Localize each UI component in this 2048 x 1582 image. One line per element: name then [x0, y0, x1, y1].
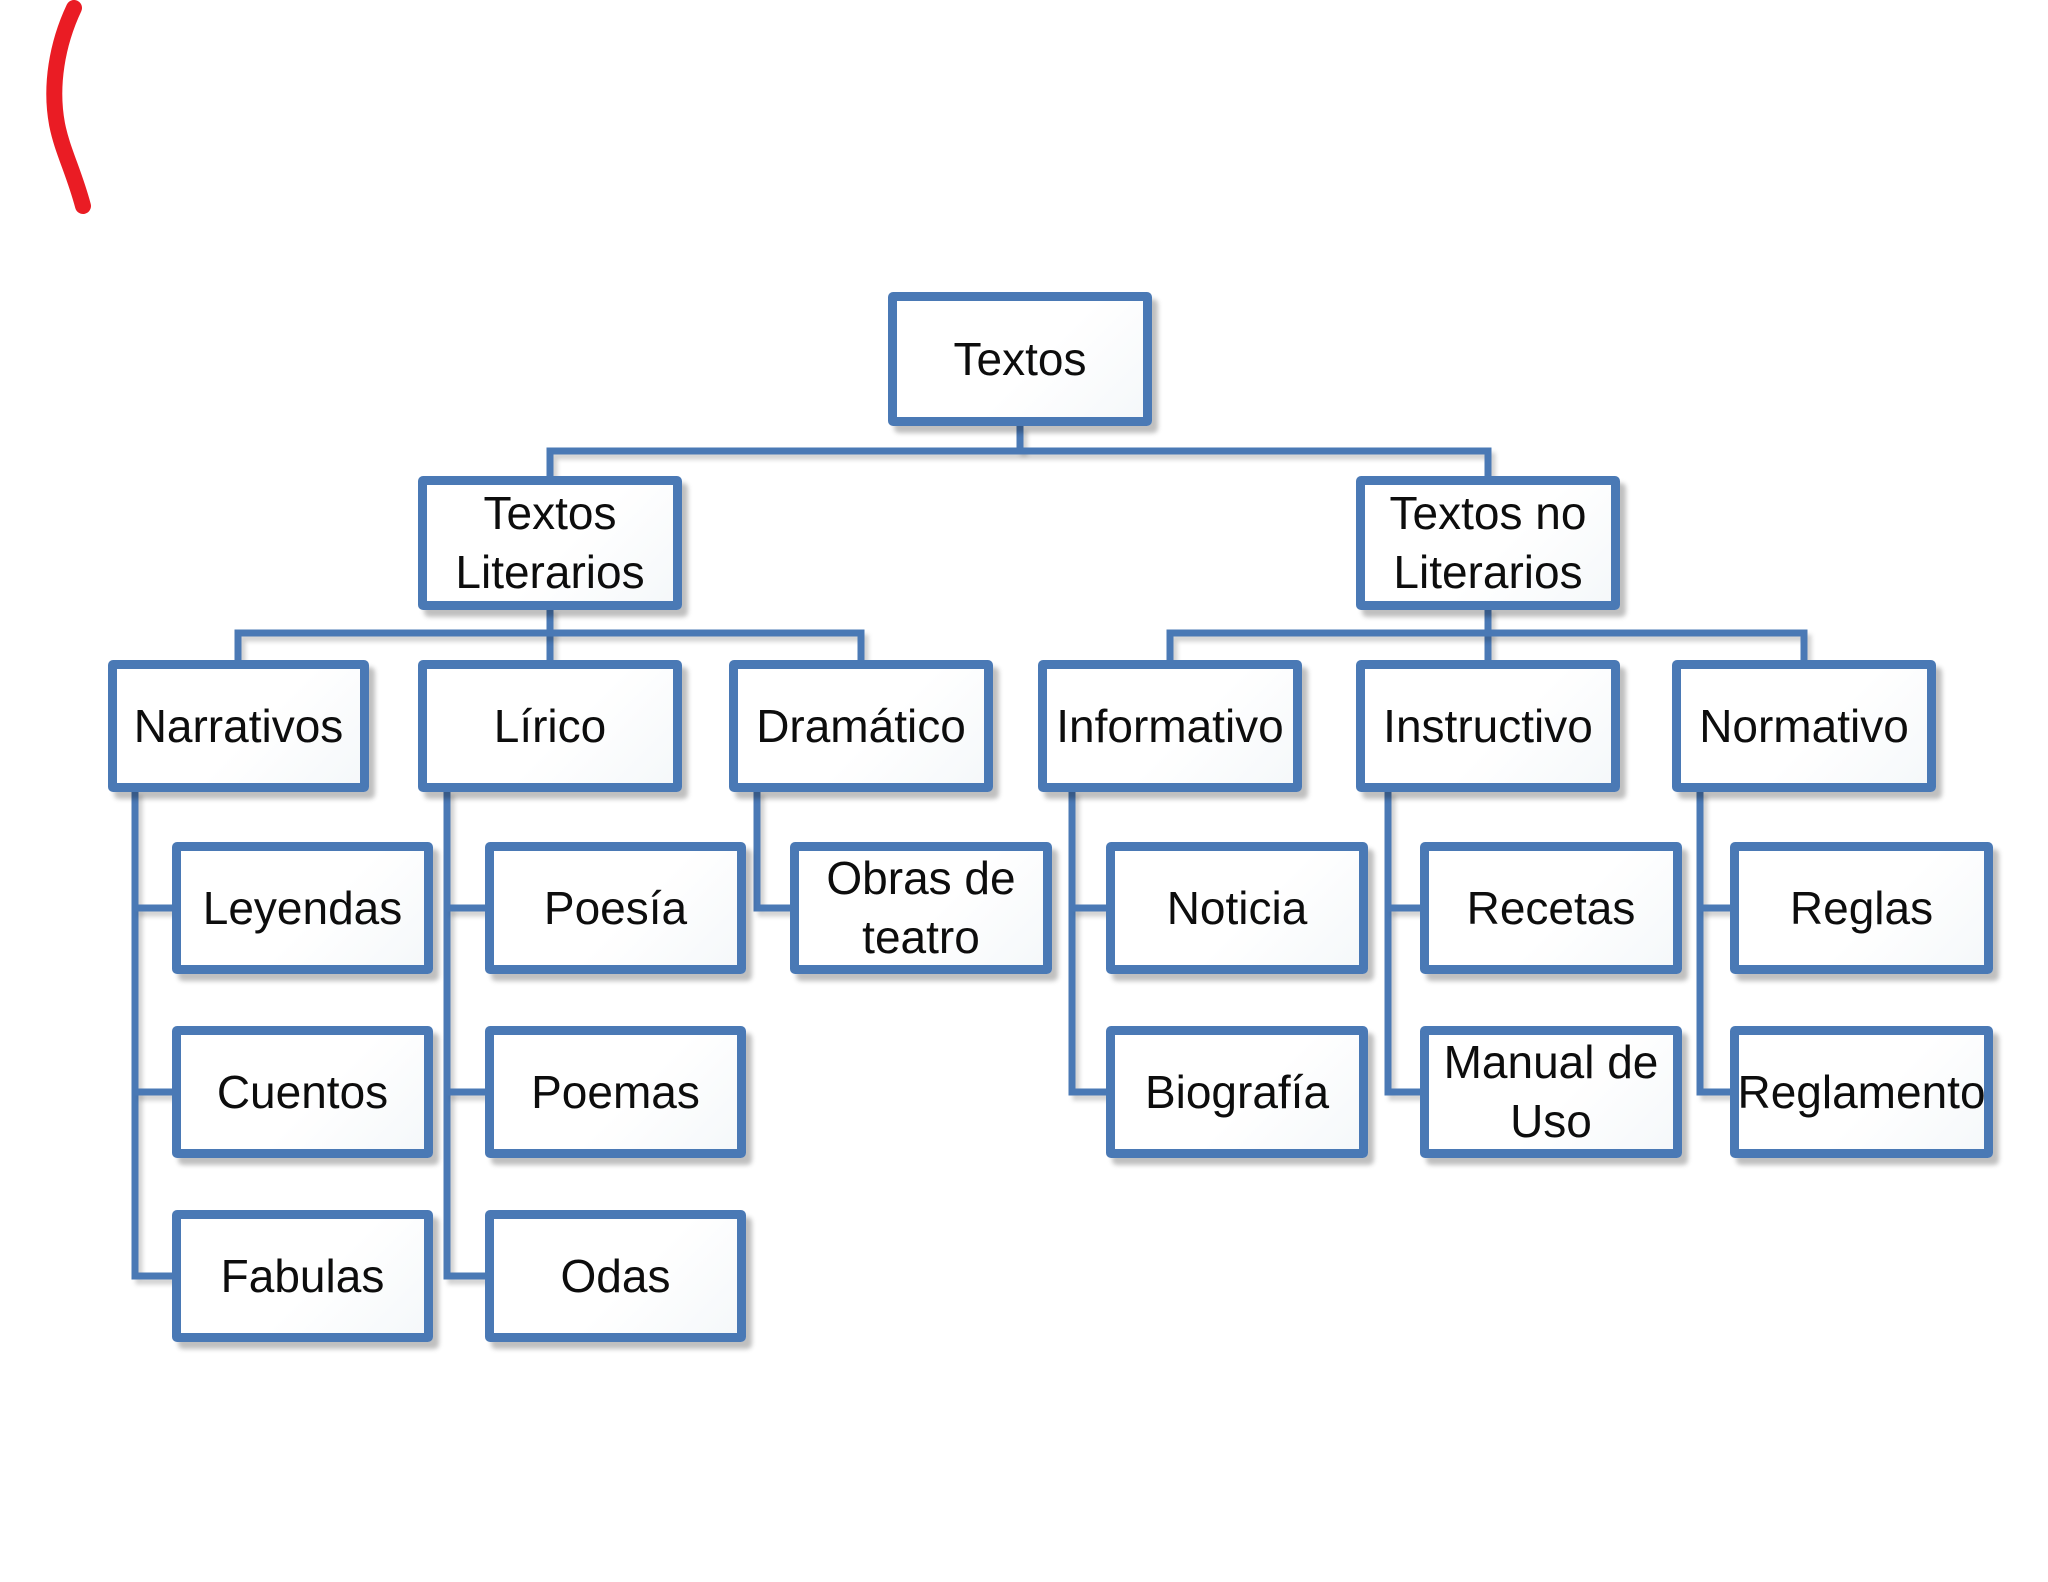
- node-leyendas: Leyendas: [172, 842, 433, 974]
- connector-informativo-spine: [1068, 790, 1107, 1096]
- node-label: Cuentos: [216, 1065, 389, 1118]
- node-reglas: Reglas: [1730, 842, 1993, 974]
- node-odas: Odas: [485, 1210, 746, 1342]
- node-recetas: Recetas: [1420, 842, 1682, 974]
- node-biografia: Biografía: [1106, 1026, 1368, 1158]
- node-reglamento: Reglamento: [1730, 1026, 1993, 1158]
- node-label: Reglamento: [1737, 1065, 1986, 1118]
- node-obras-de-teatro: Obras de teatro: [790, 842, 1052, 974]
- node-label: Fabulas: [220, 1249, 385, 1302]
- node-noticia: Noticia: [1106, 842, 1368, 974]
- tree-connectors: [131, 426, 1808, 1280]
- node-fabulas: Fabulas: [172, 1210, 433, 1342]
- node-label: Textos no Literarios: [1389, 487, 1587, 598]
- node-label: Recetas: [1466, 881, 1636, 934]
- node-label: Textos Literarios: [455, 487, 645, 598]
- node-label: Instructivo: [1383, 699, 1593, 752]
- node-textos-literarios: Textos Literarios: [418, 476, 682, 610]
- connector-narrativos-spine: [131, 790, 173, 1280]
- connector-no-literarios-bridge: [1166, 629, 1808, 661]
- node-label: Biografía: [1144, 1065, 1330, 1118]
- node-label: Textos: [953, 332, 1087, 385]
- node-narrativos: Narrativos: [108, 660, 369, 792]
- connector-level1-bridge: [546, 447, 1492, 477]
- node-informativo: Informativo: [1038, 660, 1302, 792]
- node-label: Manual de Uso: [1443, 1036, 1659, 1147]
- node-cuentos: Cuentos: [172, 1026, 433, 1158]
- connector-instructivo-spine: [1384, 790, 1421, 1096]
- node-label: Odas: [560, 1249, 671, 1302]
- node-label: Poemas: [531, 1065, 700, 1118]
- node-label: Reglas: [1789, 881, 1934, 934]
- connector-dramatico-spine: [753, 790, 791, 912]
- node-label: Leyendas: [202, 881, 403, 934]
- node-label: Noticia: [1166, 881, 1308, 934]
- connector-lirico-spine: [443, 790, 486, 1280]
- node-label: Lírico: [493, 699, 607, 752]
- node-poemas: Poemas: [485, 1026, 746, 1158]
- connector-normativo-spine: [1696, 790, 1731, 1096]
- node-poesia: Poesía: [485, 842, 746, 974]
- node-label: Informativo: [1056, 699, 1284, 752]
- node-label: Normativo: [1699, 699, 1909, 752]
- node-textos: Textos: [888, 292, 1152, 426]
- node-label: Dramático: [756, 699, 966, 752]
- node-dramatico: Dramático: [729, 660, 993, 792]
- connector-literarios-bridge: [234, 629, 865, 661]
- node-lirico: Lírico: [418, 660, 682, 792]
- red-pen-annotation: [46, 0, 91, 214]
- node-instructivo: Instructivo: [1356, 660, 1620, 792]
- node-manual-de-uso: Manual de Uso: [1420, 1026, 1682, 1158]
- node-textos-no-literarios: Textos no Literarios: [1356, 476, 1620, 610]
- node-label: Narrativos: [133, 699, 344, 752]
- node-label: Poesía: [543, 881, 688, 934]
- node-label: Obras de teatro: [826, 852, 1016, 963]
- node-normativo: Normativo: [1672, 660, 1936, 792]
